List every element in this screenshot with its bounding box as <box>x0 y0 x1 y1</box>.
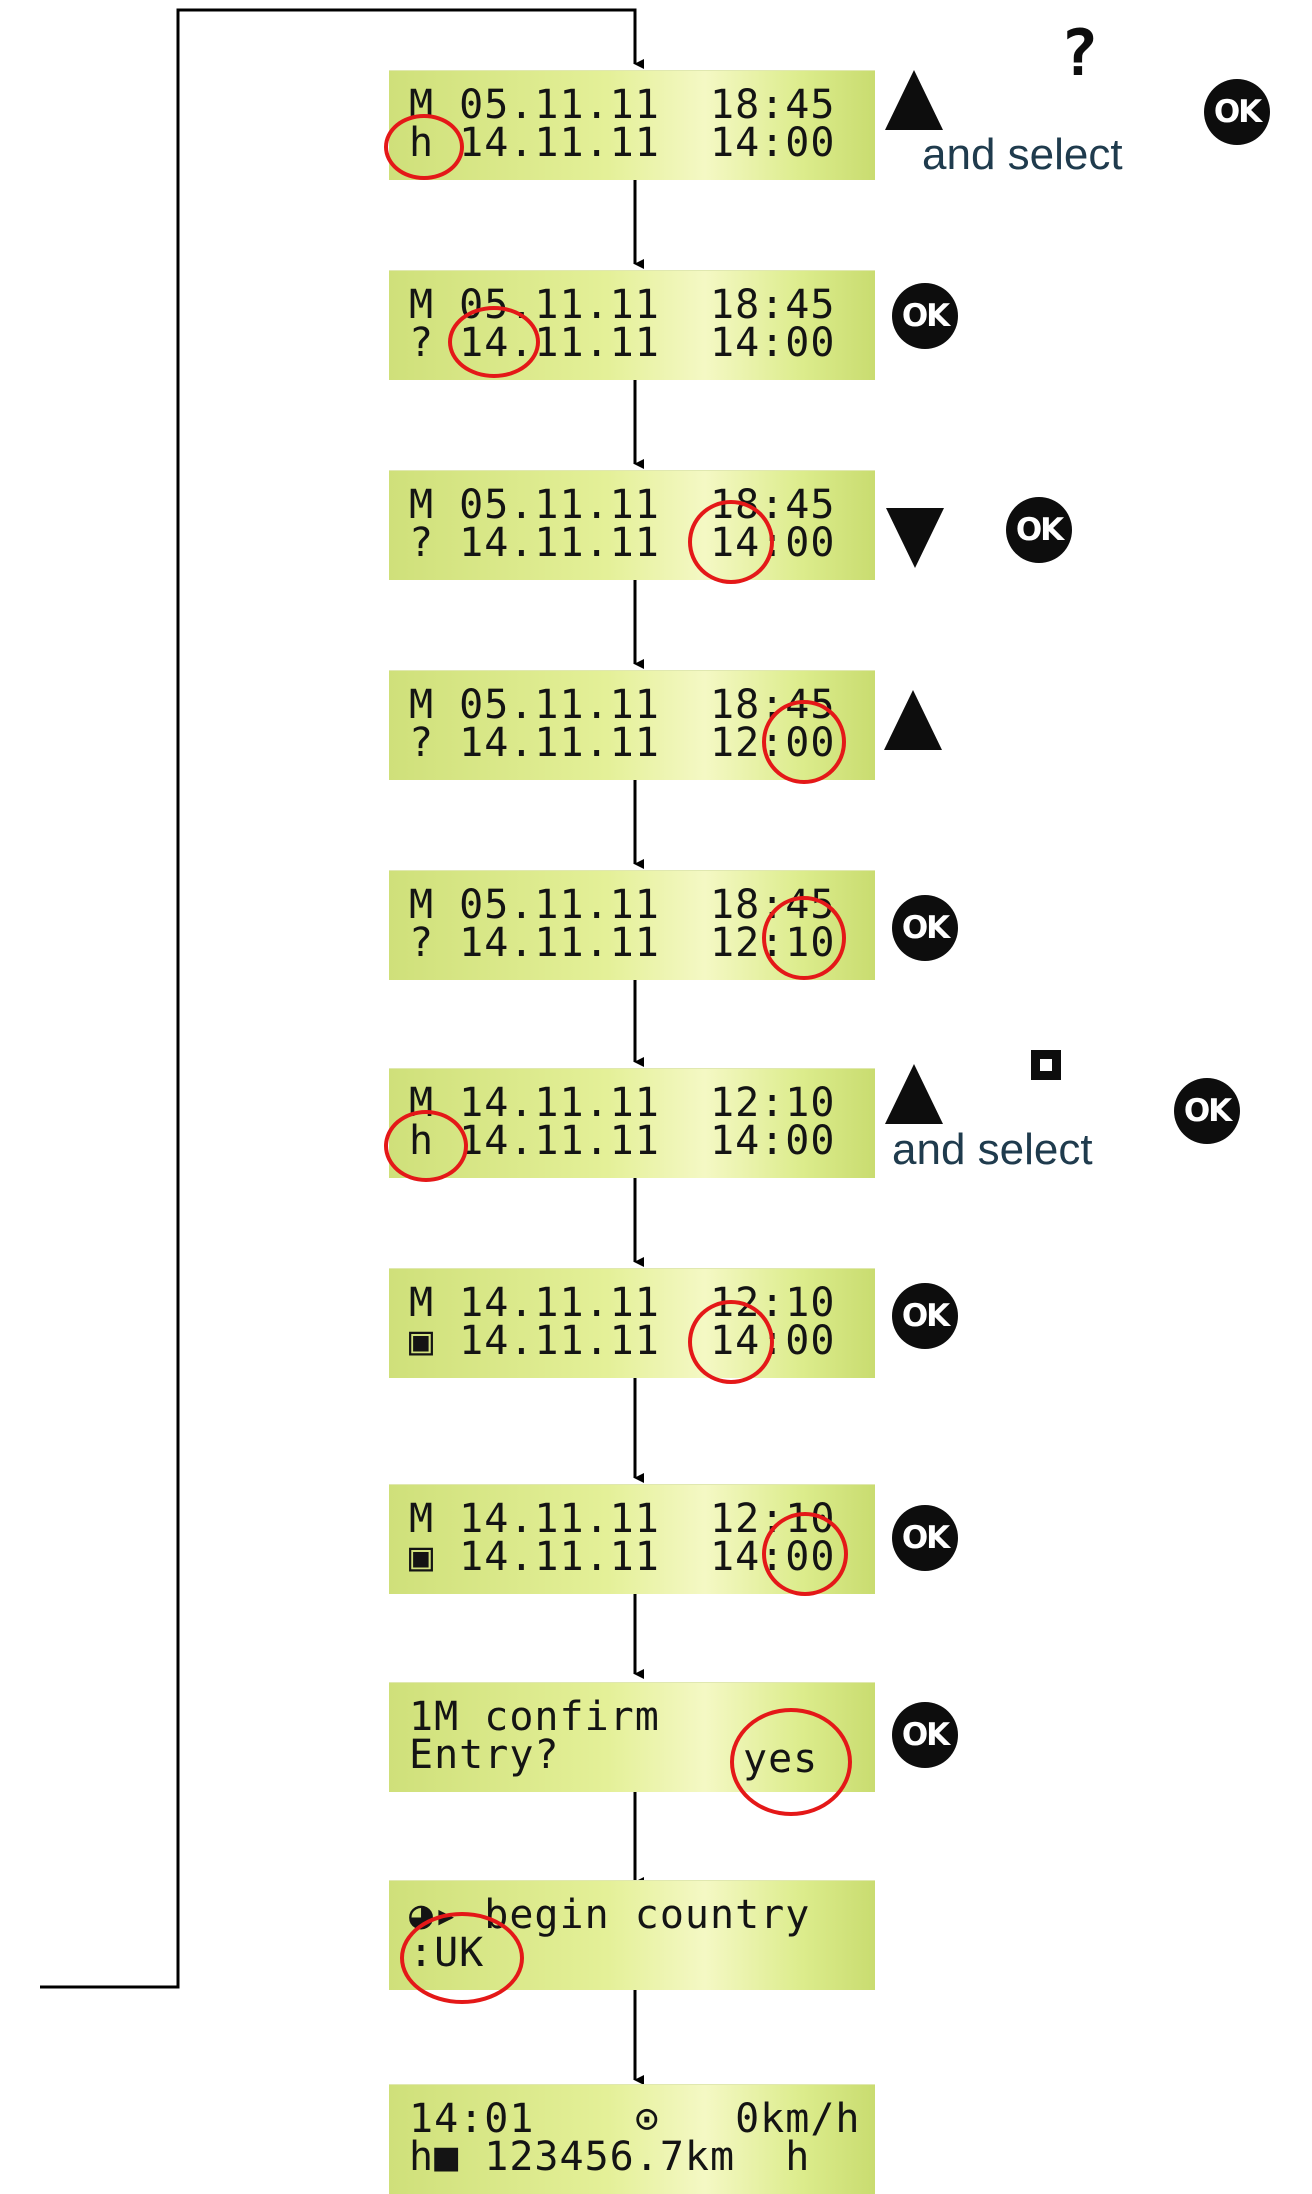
lcd-line-1: ◕▸ begin country <box>409 1892 811 1938</box>
lcd-line-2: ? 14.11.11 14:00 <box>409 520 836 566</box>
highlight-circle <box>400 1912 524 2004</box>
triangle-up-icon <box>885 1064 943 1124</box>
ok-button-icon: OK <box>892 1702 958 1768</box>
ok-button-icon: OK <box>892 895 958 961</box>
lcd-line-2: Entry? <box>409 1732 560 1778</box>
and-select-label: and select <box>892 1125 1093 1174</box>
ok-button-icon: OK <box>892 1505 958 1571</box>
lcd-line-1: 1M confirm <box>409 1694 660 1740</box>
lcd-line-1: 14:01 ⊙ 0km/h <box>409 2096 861 2142</box>
triangle-up-icon <box>885 70 943 130</box>
highlight-circle <box>384 114 464 180</box>
lcd-line-1: M 05.11.11 18:45 <box>409 82 836 128</box>
triangle-up-icon <box>884 690 942 750</box>
ok-button-icon: OK <box>892 283 958 349</box>
lcd-screen-2: M 05.11.11 18:45 ? 14.11.11 14:00 <box>389 270 875 380</box>
lcd-line-1: M 14.11.11 12:10 <box>409 1280 836 1326</box>
ok-button-icon: OK <box>1006 497 1072 563</box>
ok-button-icon: OK <box>892 1283 958 1349</box>
lcd-line-2: h 14.11.11 14:00 <box>409 1118 836 1164</box>
loop-back-line <box>40 8 644 1989</box>
highlight-circle <box>730 1708 852 1816</box>
lcd-screen-11: 14:01 ⊙ 0km/h h■ 123456.7km h <box>389 2084 875 2194</box>
triangle-down-icon <box>886 508 944 568</box>
lcd-screen-6: M 14.11.11 12:10 h 14.11.11 14:00 <box>389 1068 875 1178</box>
highlight-circle <box>688 500 774 584</box>
highlight-circle <box>762 700 846 784</box>
ok-button-icon: OK <box>1204 79 1270 145</box>
highlight-circle <box>762 896 846 980</box>
lcd-screen-3: M 05.11.11 18:45 ? 14.11.11 14:00 <box>389 470 875 580</box>
lcd-screen-7: M 14.11.11 12:10 ▣ 14.11.11 14:00 <box>389 1268 875 1378</box>
lcd-screen-1: M 05.11.11 18:45 h 14.11.11 14:00 <box>389 70 875 180</box>
highlight-circle <box>384 1110 468 1182</box>
square-symbol-icon <box>1031 1050 1061 1080</box>
lcd-line-1: M 05.11.11 18:45 <box>409 482 836 528</box>
highlight-circle <box>762 1512 848 1596</box>
lcd-line-1: M 14.11.11 12:10 <box>409 1080 836 1126</box>
and-select-label: and select <box>922 130 1123 179</box>
lcd-line-2: ▣ 14.11.11 14:00 <box>409 1318 836 1364</box>
lcd-line-2: h 14.11.11 14:00 <box>409 120 836 166</box>
ok-button-icon: OK <box>1174 1078 1240 1144</box>
question-symbol: ? <box>1060 17 1099 91</box>
highlight-circle <box>688 1300 774 1384</box>
lcd-line-2: h■ 123456.7km h <box>409 2134 811 2180</box>
highlight-circle <box>448 306 540 378</box>
